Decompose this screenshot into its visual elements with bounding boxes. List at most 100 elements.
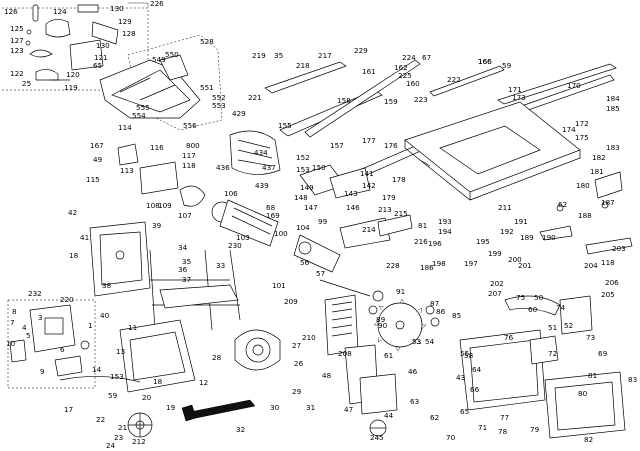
callout-180: 180 bbox=[576, 181, 590, 190]
callout-555: 555 bbox=[136, 103, 150, 112]
callout-224: 224 bbox=[402, 53, 416, 62]
callout-77: 77 bbox=[500, 413, 509, 422]
callout-17: 17 bbox=[64, 405, 73, 414]
motor-assembly bbox=[117, 130, 341, 273]
callout-61: 61 bbox=[384, 351, 393, 360]
callout-4: 4 bbox=[22, 323, 27, 332]
callout-182: 182 bbox=[592, 153, 606, 162]
callout-57: 57 bbox=[316, 269, 325, 278]
callout-62: 62 bbox=[558, 200, 567, 209]
side-panel bbox=[89, 221, 151, 297]
callout-213: 213 bbox=[378, 205, 392, 214]
callout-201: 201 bbox=[518, 261, 532, 270]
callout-223: 223 bbox=[414, 95, 428, 104]
callout-54: 54 bbox=[425, 337, 435, 346]
callout-221: 221 bbox=[248, 93, 262, 102]
callout-212: 212 bbox=[132, 437, 146, 446]
callout-197: 197 bbox=[464, 259, 478, 268]
callout-114: 114 bbox=[118, 123, 132, 132]
callout-553: 553 bbox=[212, 101, 226, 110]
callout-32: 32 bbox=[236, 425, 245, 434]
callout-554: 554 bbox=[132, 111, 146, 120]
callout-153: 153 bbox=[296, 165, 310, 174]
callout-53: 53 bbox=[412, 337, 421, 346]
callout-200: 200 bbox=[508, 255, 522, 264]
callout-556: 556 bbox=[183, 121, 197, 130]
callout-174: 174 bbox=[562, 125, 576, 134]
callout-3: 3 bbox=[38, 313, 43, 322]
callout-91: 91 bbox=[396, 287, 405, 296]
callout-20: 20 bbox=[142, 393, 152, 402]
lower-frame bbox=[344, 344, 398, 437]
callout-23: 23 bbox=[114, 433, 123, 442]
callout-800: 800 bbox=[186, 141, 200, 150]
callout-192: 192 bbox=[500, 227, 514, 236]
callout-160: 160 bbox=[406, 79, 420, 88]
callout-62: 62 bbox=[430, 413, 439, 422]
callout-12: 12 bbox=[199, 378, 208, 387]
callout-167: 167 bbox=[90, 141, 104, 150]
callout-129: 129 bbox=[118, 17, 132, 26]
callout-60: 60 bbox=[528, 305, 538, 314]
callout-64: 64 bbox=[472, 365, 482, 374]
callout-55: 55 bbox=[460, 349, 469, 358]
callout-206: 206 bbox=[605, 278, 619, 287]
callout-185: 185 bbox=[606, 104, 620, 113]
callout-550: 550 bbox=[165, 50, 179, 59]
callout-67: 67 bbox=[422, 53, 431, 62]
callout-68: 68 bbox=[266, 203, 276, 212]
callout-56: 56 bbox=[300, 258, 310, 267]
callout-436: 436 bbox=[216, 163, 230, 172]
callout-148: 148 bbox=[294, 193, 308, 202]
callout-202: 202 bbox=[490, 279, 504, 288]
callout-11: 11 bbox=[128, 323, 137, 332]
callout-119: 119 bbox=[64, 83, 78, 92]
callout-81: 81 bbox=[588, 371, 597, 380]
callout-429: 429 bbox=[232, 109, 246, 118]
callout-5: 5 bbox=[26, 331, 31, 340]
callout-199: 199 bbox=[488, 249, 502, 258]
callout-166: 166 bbox=[478, 57, 492, 66]
callout-1: 1 bbox=[88, 321, 93, 330]
callout-245: 245 bbox=[370, 433, 384, 442]
blade-guard-assembly bbox=[99, 34, 223, 131]
callout-232: 232 bbox=[28, 289, 42, 298]
callout-83: 83 bbox=[628, 375, 637, 384]
callout-189: 189 bbox=[520, 233, 534, 242]
callout-209: 209 bbox=[284, 297, 298, 306]
callout-34: 34 bbox=[178, 243, 188, 252]
callout-42: 42 bbox=[68, 208, 77, 217]
callout-528: 528 bbox=[200, 37, 214, 46]
callout-50: 50 bbox=[534, 293, 544, 302]
callout-434: 434 bbox=[254, 148, 268, 157]
callout-190: 190 bbox=[542, 233, 556, 242]
callout-59: 59 bbox=[108, 391, 118, 400]
callout-153: 153 bbox=[110, 372, 124, 381]
arbor-parts bbox=[319, 279, 440, 327]
callout-146: 146 bbox=[346, 203, 360, 212]
callout-128: 128 bbox=[122, 29, 136, 38]
callout-109: 109 bbox=[158, 201, 172, 210]
callout-217: 217 bbox=[318, 51, 332, 60]
callout-22: 22 bbox=[96, 415, 105, 424]
callout-117: 117 bbox=[182, 151, 196, 160]
callout-157: 157 bbox=[330, 141, 344, 150]
callout-18: 18 bbox=[69, 251, 79, 260]
callout-216: 216 bbox=[414, 237, 428, 246]
callout-120: 120 bbox=[66, 70, 80, 79]
callout-58: 58 bbox=[464, 351, 474, 360]
callout-78: 78 bbox=[498, 427, 508, 436]
callout-121: 121 bbox=[94, 53, 108, 62]
callout-183: 183 bbox=[606, 143, 620, 152]
callout-87: 87 bbox=[430, 299, 439, 308]
callout-193: 193 bbox=[438, 217, 452, 226]
callout-103: 103 bbox=[236, 233, 250, 242]
callout-6: 6 bbox=[60, 345, 65, 354]
callout-141: 141 bbox=[360, 169, 374, 178]
callout-106: 106 bbox=[224, 189, 238, 198]
callout-125: 125 bbox=[10, 24, 24, 33]
callout-29: 29 bbox=[292, 387, 302, 396]
callout-170: 170 bbox=[567, 81, 581, 90]
callout-126: 126 bbox=[4, 7, 18, 16]
